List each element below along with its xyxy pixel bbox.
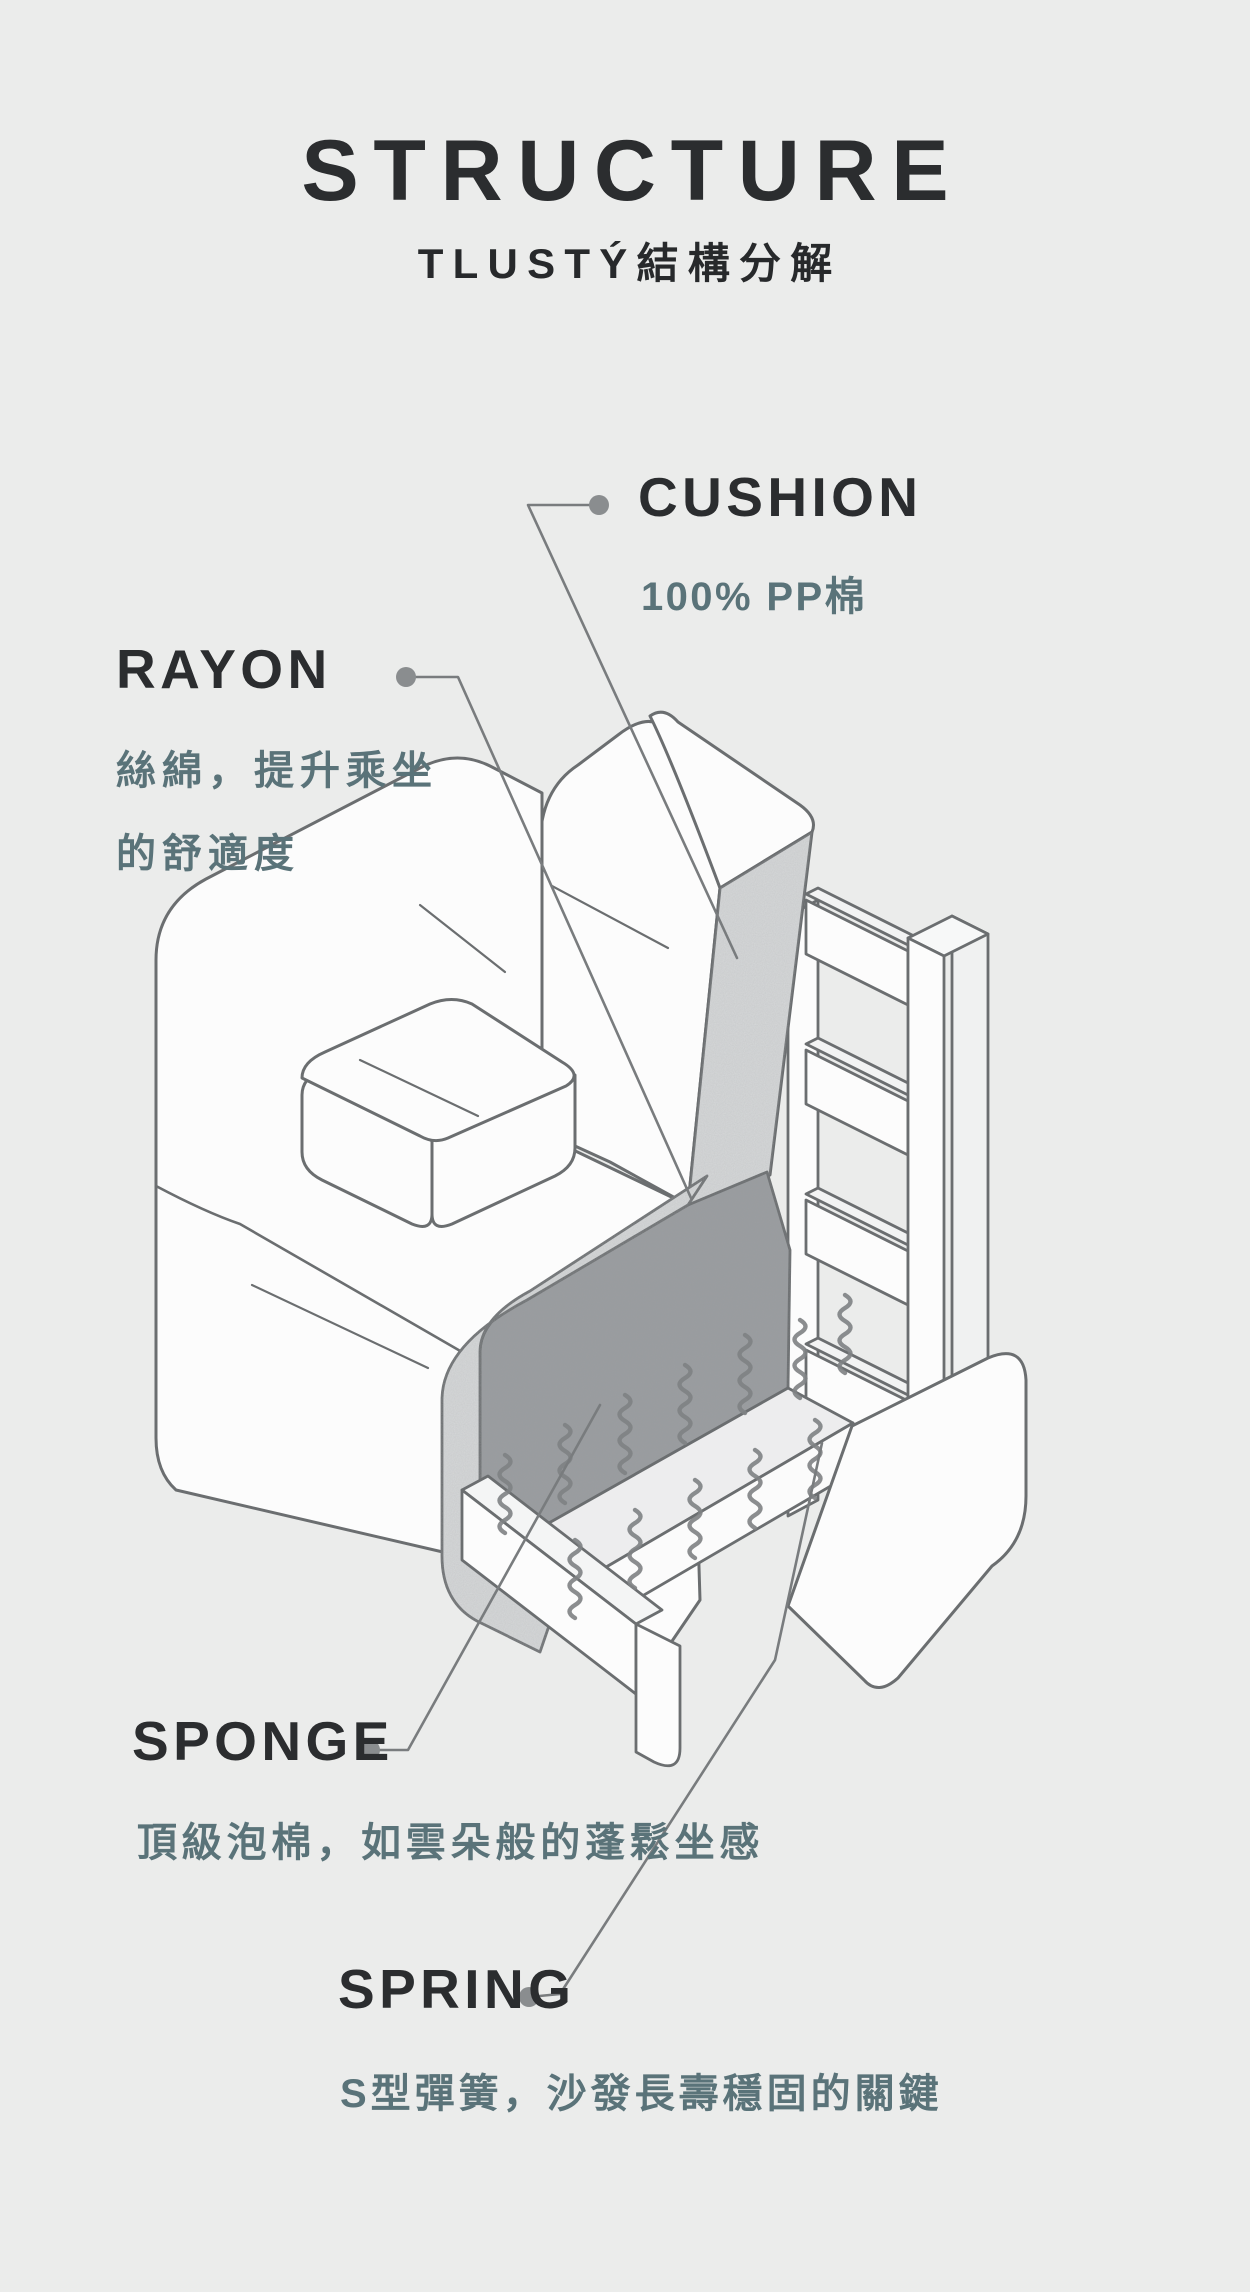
cushion-description: 100% PP棉 — [641, 575, 867, 619]
sponge-leader-dot — [360, 1740, 380, 1760]
rayon-description-line2: 的舒適度 — [116, 832, 300, 876]
spring-leader-dot — [519, 1987, 539, 2007]
seat-seam — [250, 1283, 430, 1370]
rayon-description-line1: 絲綿，提升乘坐 — [116, 749, 438, 793]
front-leg — [634, 1622, 682, 1768]
sponge-leader-line — [368, 1403, 602, 1752]
armrest-seam — [358, 1058, 480, 1118]
page-title: STRUCTURE — [301, 123, 964, 219]
spring-description: S型彈簧，沙發長壽穩固的關鍵 — [340, 2072, 943, 2116]
sponge-description: 頂級泡棉，如雲朵般的蓬鬆坐感 — [137, 1821, 765, 1865]
back-cushion-top-face — [648, 710, 815, 890]
rayon-wrap — [440, 1174, 709, 1654]
frame-slats — [804, 886, 922, 1457]
leader-lines — [368, 503, 824, 1999]
sponge-label: SPONGE — [132, 1710, 394, 1772]
spring-label: SPRING — [338, 1958, 576, 2020]
cushion-label: CUSHION — [638, 466, 923, 528]
rayon-leader-dot — [396, 667, 416, 687]
side-body — [786, 1352, 1028, 1689]
spring-leader-line — [527, 1441, 824, 1999]
cushion-leader-line — [526, 503, 739, 960]
seat-back-seam — [418, 903, 507, 974]
cushion-leader-dot — [589, 495, 609, 515]
back-cushion — [538, 710, 815, 1207]
armrest-cushion — [300, 998, 577, 1228]
leader-dots — [360, 495, 609, 2007]
page-subtitle: TLUSTÝ結構分解 — [417, 240, 842, 287]
rayon-leader-line — [404, 675, 693, 1200]
rayon-label: RAYON — [116, 638, 332, 700]
seat-top-ridge — [154, 1184, 464, 1354]
back-cushion-seam — [550, 884, 670, 950]
